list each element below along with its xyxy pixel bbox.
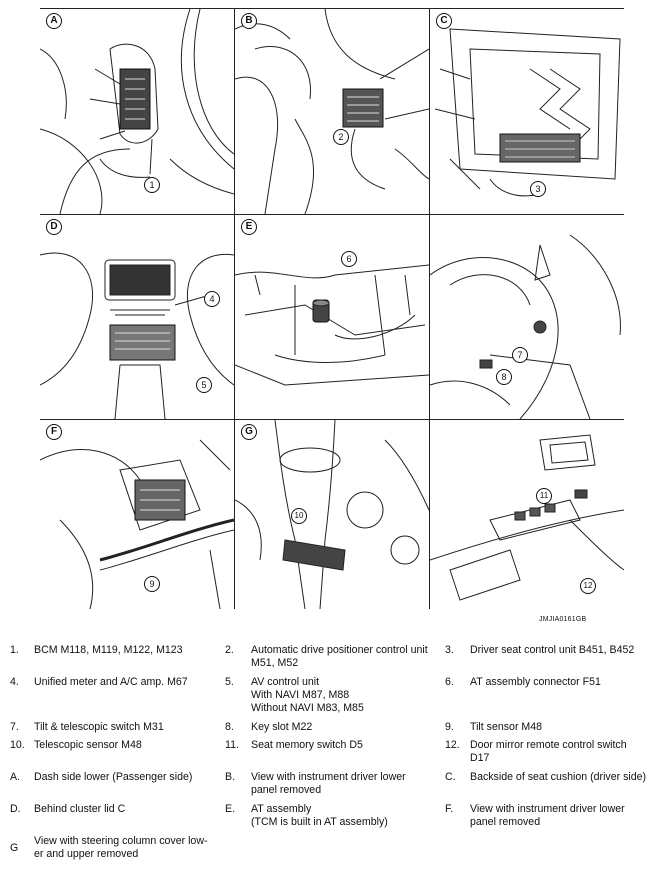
- panel-letter: D: [46, 219, 62, 235]
- callout-3: 3: [530, 181, 546, 197]
- legend-text: AT assembly connector F51: [470, 676, 601, 688]
- legend-num: 10.: [10, 739, 25, 751]
- legend-text: Telescopic sensor M48: [34, 739, 142, 751]
- legend-num: 4.: [10, 676, 19, 688]
- legend-num: 9.: [445, 721, 454, 733]
- panel-g-drawing: [235, 420, 429, 609]
- callout-2: 2: [333, 129, 349, 145]
- legend-num: D.: [10, 803, 21, 815]
- legend-num: F.: [445, 803, 454, 815]
- callout-7: 7: [512, 347, 528, 363]
- legend-text: BCM M118, M119, M122, M123: [34, 644, 183, 656]
- legend-text: Door mirror remote control switch D17: [470, 739, 627, 764]
- grid-hline-2: [40, 419, 624, 420]
- panel-steering-drawing: [430, 234, 621, 419]
- legend-num: G: [10, 842, 19, 854]
- legend-text: Unified meter and A/C amp. M67: [34, 676, 188, 688]
- legend-text: View with instrument driver lower panel …: [251, 771, 406, 796]
- panel-steering: 7 8: [430, 215, 624, 419]
- legend-num: 1.: [10, 644, 19, 656]
- callout-6: 6: [341, 251, 357, 267]
- figure-code: JMJIA0161GB: [539, 616, 587, 623]
- legend-text: Tilt & telescopic switch M31: [34, 721, 164, 733]
- panel-door: 11 12: [430, 420, 624, 609]
- legend-text: View with instrument driver lower panel …: [470, 803, 625, 828]
- panel-b-drawing: [235, 9, 429, 214]
- legend-num: 7.: [10, 721, 19, 733]
- panel-c: C 3: [430, 9, 624, 214]
- legend-text: AT assembly (TCM is built in AT assembly…: [251, 803, 388, 828]
- callout-9: 9: [144, 576, 160, 592]
- panel-letter: F: [46, 424, 62, 440]
- legend-text: Key slot M22: [251, 721, 313, 733]
- callout-11: 11: [536, 488, 552, 504]
- legend-num: 12.: [445, 739, 460, 751]
- grid-vline-1: [234, 9, 235, 609]
- panel-f: F 9: [40, 420, 234, 609]
- panel-b: B 2: [235, 9, 429, 214]
- panel-door-drawing: [430, 434, 624, 601]
- legend-num: E.: [225, 803, 236, 815]
- legend-text: Driver seat control unit B451, B452: [470, 644, 635, 656]
- legend-text: Automatic drive positioner control unit …: [251, 644, 428, 669]
- panel-a-drawing: [40, 9, 234, 214]
- panel-e-drawing: [235, 264, 429, 386]
- panel-d: D 4 5: [40, 215, 234, 419]
- callout-4: 4: [204, 291, 220, 307]
- legend-text: Seat memory switch D5: [251, 739, 363, 751]
- legend-num: B.: [225, 771, 236, 783]
- callout-12: 12: [580, 578, 596, 594]
- panel-f-drawing: [40, 439, 234, 609]
- legend-num: 3.: [445, 644, 454, 656]
- legend-text: Tilt sensor M48: [470, 721, 543, 733]
- legend-num: 8.: [225, 721, 234, 733]
- callout-5: 5: [196, 377, 212, 393]
- panel-letter: A: [46, 13, 62, 29]
- panel-a: A 1: [40, 9, 234, 214]
- callout-10: 10: [291, 508, 307, 524]
- legend-text: Backside of seat cushion (driver side): [470, 771, 647, 783]
- legend-num: C.: [445, 771, 456, 783]
- panel-letter: C: [436, 13, 452, 29]
- grid-vline-2: [429, 9, 430, 609]
- panel-d-drawing: [40, 252, 234, 419]
- legend-num: 6.: [445, 676, 454, 688]
- legend-num: A.: [10, 771, 21, 783]
- legend-text: AV control unit With NAVI M87, M88 Witho…: [251, 676, 364, 714]
- panel-g: G 10: [235, 420, 429, 609]
- grid-hline-1: [40, 214, 624, 215]
- callout-1: 1: [144, 177, 160, 193]
- panel-letter: G: [241, 424, 257, 440]
- legend-text: Behind cluster lid C: [34, 803, 126, 815]
- panel-e: E 6: [235, 215, 429, 419]
- legend-num: 2.: [225, 644, 234, 656]
- component-location-figure: A 1 B 2 C 3: [40, 8, 624, 609]
- legend-num: 11.: [225, 739, 239, 751]
- panel-c-drawing: [434, 28, 621, 197]
- legend-num: 5.: [225, 676, 234, 688]
- callout-8: 8: [496, 369, 512, 385]
- legend-text: View with steering column cover low- er …: [34, 835, 208, 860]
- panel-letter: B: [241, 13, 257, 29]
- panel-letter: E: [241, 219, 257, 235]
- legend-text: Dash side lower (Passenger side): [34, 771, 193, 783]
